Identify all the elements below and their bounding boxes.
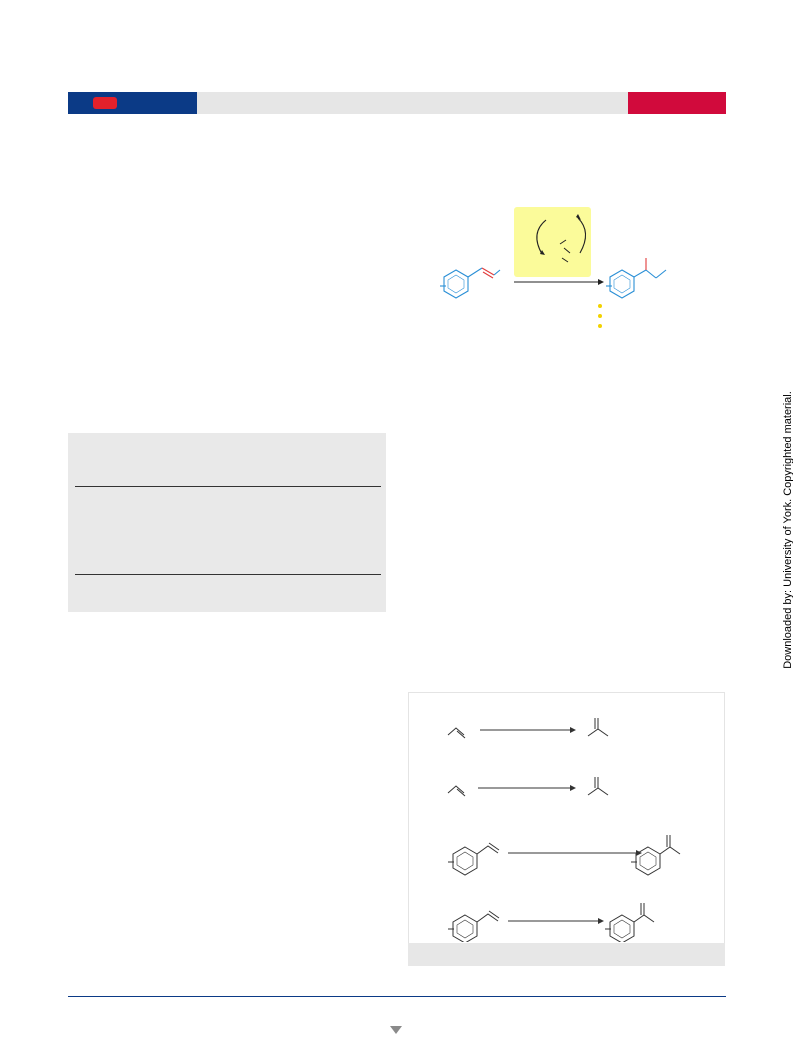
catalytic-cycle-highlight	[514, 207, 591, 277]
cycle-arrowhead-right	[576, 214, 581, 220]
reaction-row-2	[447, 777, 609, 797]
reaction-arrowhead	[598, 279, 604, 285]
table-rule-bottom	[75, 574, 381, 575]
cycle-intermediate	[559, 239, 571, 263]
cycle-arrow-left	[536, 219, 547, 255]
cycle-arrowhead-left	[540, 250, 545, 255]
figure-box	[408, 692, 725, 966]
substrate-alkene	[481, 267, 495, 279]
footer-rule	[68, 996, 726, 997]
table-rule-top	[75, 486, 381, 487]
product-structure	[606, 269, 667, 299]
reaction-row-1-arrowhead	[570, 727, 576, 733]
page-nav-arrow-icon[interactable]	[390, 1026, 402, 1034]
header-badge	[93, 97, 117, 109]
reaction-scheme	[440, 207, 667, 328]
substrate-structure	[440, 267, 483, 299]
bullet-3	[598, 324, 602, 328]
substrate-methyl	[493, 269, 501, 276]
figure-caption-band	[408, 943, 725, 966]
header-band-right	[628, 92, 726, 114]
reaction-row-4-arrowhead	[598, 918, 604, 924]
cycle-arrow-right	[577, 217, 587, 254]
download-notice: Downloaded by: University of York. Copyr…	[782, 391, 793, 669]
bullet-2	[598, 314, 602, 318]
reaction-row-1	[447, 718, 609, 739]
header-band-left	[68, 92, 197, 114]
figure-reactions	[447, 718, 681, 942]
reaction-row-3-arrowhead	[636, 850, 642, 856]
reaction-row-4	[448, 903, 655, 942]
reaction-row-3	[448, 835, 681, 876]
table-box	[68, 433, 386, 612]
header-band-middle	[197, 92, 628, 114]
bullet-1	[598, 304, 602, 308]
reaction-row-2-arrowhead	[570, 785, 576, 791]
side-note-container: Downloaded by: University of York. Copyr…	[778, 391, 793, 669]
